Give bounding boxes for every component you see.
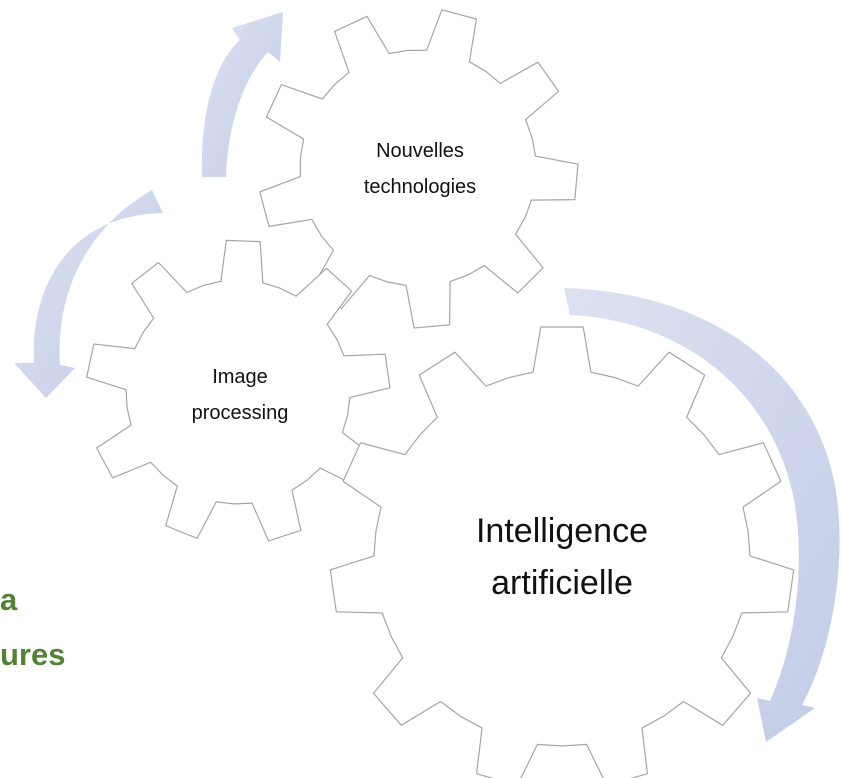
gear-label-right-line2: artificielle — [491, 564, 633, 602]
gear-image-processing — [85, 239, 391, 542]
cycle-arrow-left — [14, 190, 163, 398]
gear-label-top: Nouvelles technologies — [364, 140, 476, 198]
clipped-text-line2: ures — [0, 637, 65, 672]
cycle-arrows — [14, 12, 840, 742]
clipped-text-group: a ures — [0, 582, 65, 672]
gear-label-left-line2: processing — [192, 402, 289, 424]
clipped-text-line1: a — [0, 582, 18, 617]
gear-label-top-line2: technologies — [364, 176, 476, 198]
gear-label-left-line1: Image — [212, 366, 268, 388]
cycle-arrow-top — [201, 12, 283, 177]
gear-intelligence-artificielle — [329, 326, 795, 778]
gear-label-right-line1: Intelligence — [476, 512, 648, 550]
gear-label-top-line1: Nouvelles — [376, 140, 464, 162]
gear-label-right: Intelligence artificielle — [476, 512, 648, 602]
cycle-arrow-right — [564, 288, 840, 742]
gear-label-left: Image processing — [192, 366, 289, 424]
gears-group — [85, 9, 795, 778]
gear-nouvelles-technologies — [259, 9, 579, 329]
